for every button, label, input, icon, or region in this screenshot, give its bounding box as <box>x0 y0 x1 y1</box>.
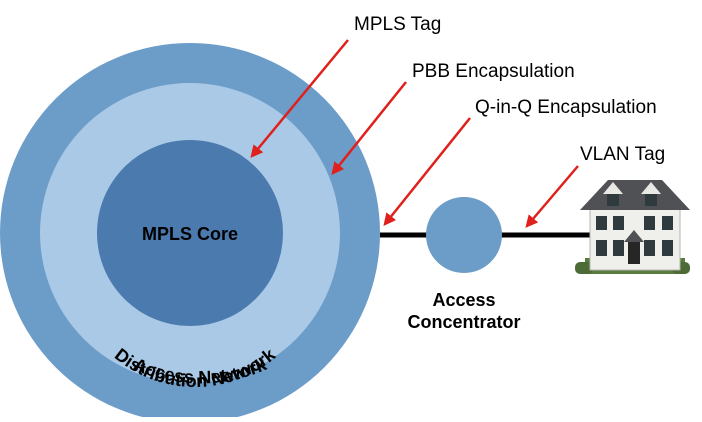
mpls-core-label: MPLS Core <box>142 224 238 244</box>
access-concentrator-label-line1: Access <box>432 290 495 310</box>
pbb-encapsulation-arrow <box>331 81 407 175</box>
qinq-encapsulation-arrow <box>383 117 471 226</box>
house-image <box>575 180 690 274</box>
mpls-core-circle <box>97 140 283 326</box>
vlan-tag-callout: VLAN Tag <box>580 144 665 165</box>
vlan-tag-arrow <box>525 165 579 228</box>
pbb-encapsulation-callout: PBB Encapsulation <box>412 61 575 82</box>
qinq-encapsulation-callout: Q-in-Q Encapsulation <box>475 97 657 118</box>
access-concentrator-label-line2: Concentrator <box>407 312 520 332</box>
mpls-tag-callout: MPLS Tag <box>354 14 441 35</box>
access-concentrator-circle <box>426 197 502 273</box>
mpls-tag-arrow <box>250 39 349 158</box>
